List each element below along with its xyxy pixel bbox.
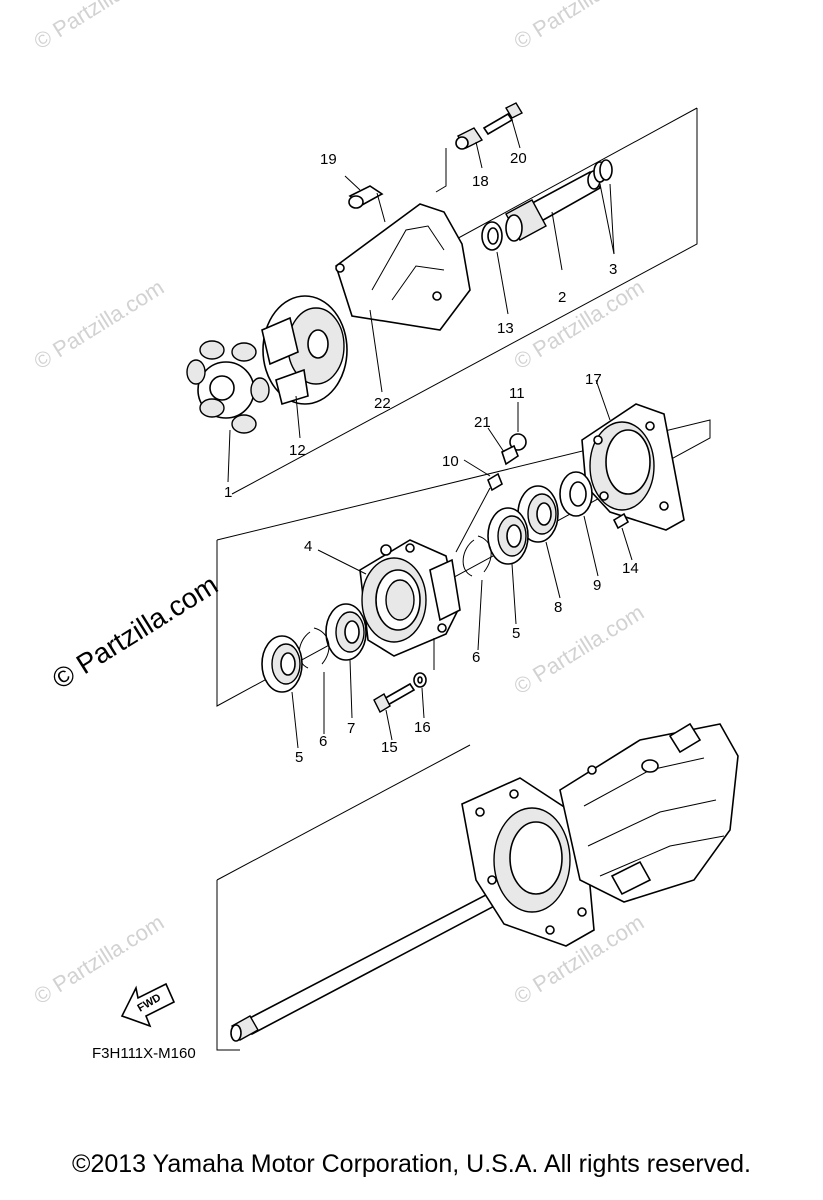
part-4-bearing-housing: [317, 539, 461, 670]
callout-8: 8: [554, 599, 562, 616]
watermark-faint: © Partzilla.com: [29, 0, 168, 54]
callout-10: 10: [442, 453, 459, 470]
watermark-faint: © Partzilla.com: [509, 599, 648, 699]
part-10-nipple: [455, 459, 503, 553]
part-7-bearing: [325, 603, 367, 719]
part-1-damper: [186, 340, 270, 483]
callout-4: 4: [304, 538, 312, 555]
callout-1: 1: [224, 484, 232, 501]
part-11-cap: [509, 402, 527, 451]
part-17-housing: [581, 379, 685, 531]
part-18-collar: [435, 127, 484, 193]
watermark-faint: © Partzilla.com: [29, 274, 168, 374]
watermark-main: © Partzilla.com: [47, 569, 223, 695]
part-15-bolt: [373, 682, 416, 741]
part-2-shaft: [505, 170, 602, 271]
part-19-spacer: [344, 175, 386, 223]
part-13-washer: [481, 221, 509, 315]
part-16-washer: [413, 672, 427, 719]
callout-3: 3: [609, 261, 617, 278]
part-20-bolt: [482, 102, 523, 149]
fwd-arrow: FWD: [120, 982, 176, 1028]
callout-5-upper: 5: [512, 625, 520, 642]
callout-16: 16: [414, 719, 431, 736]
watermark-faint: © Partzilla.com: [509, 0, 648, 54]
part-3-o-rings: [593, 159, 615, 255]
callout-7: 7: [347, 720, 355, 737]
callout-2: 2: [558, 289, 566, 306]
callout-labels: 1 2 3 4 5 5 6 6 7 8 9 10 11 12 13 14 15 …: [224, 150, 639, 766]
callout-22: 22: [374, 395, 391, 412]
part-14-pin: [612, 512, 633, 561]
callout-15: 15: [381, 739, 398, 756]
callout-17: 17: [585, 371, 602, 388]
callout-5-lower: 5: [295, 749, 303, 766]
part-6-circlip-upper: [462, 535, 492, 651]
callout-21: 21: [474, 414, 491, 431]
callout-6-upper: 6: [472, 649, 480, 666]
callout-9: 9: [593, 577, 601, 594]
part-9-oil-seal: [559, 471, 599, 577]
callout-20: 20: [510, 150, 527, 167]
part-22-cover: [335, 203, 471, 393]
part-6-circlip-lower: [298, 627, 330, 734]
callout-19: 19: [320, 151, 337, 168]
part-5-bearing-upper: [487, 507, 529, 625]
diagram-code: F3H111X-M160: [92, 1045, 196, 1062]
frame-lines: [216, 107, 711, 1051]
copyright-notice: ©2013 Yamaha Motor Corporation, U.S.A. A…: [72, 1150, 751, 1178]
callout-6-lower: 6: [319, 733, 327, 750]
watermark-faint: © Partzilla.com: [509, 274, 648, 374]
callout-13: 13: [497, 320, 514, 337]
callout-14: 14: [622, 560, 639, 577]
callout-11: 11: [509, 385, 525, 402]
callout-12: 12: [289, 442, 306, 459]
jet-pump-assembly: [230, 722, 739, 1042]
part-12-coupling: [261, 295, 348, 439]
callout-18: 18: [472, 173, 489, 190]
part-21-fitting: [487, 427, 519, 466]
part-5-bearing-lower: [261, 635, 303, 749]
